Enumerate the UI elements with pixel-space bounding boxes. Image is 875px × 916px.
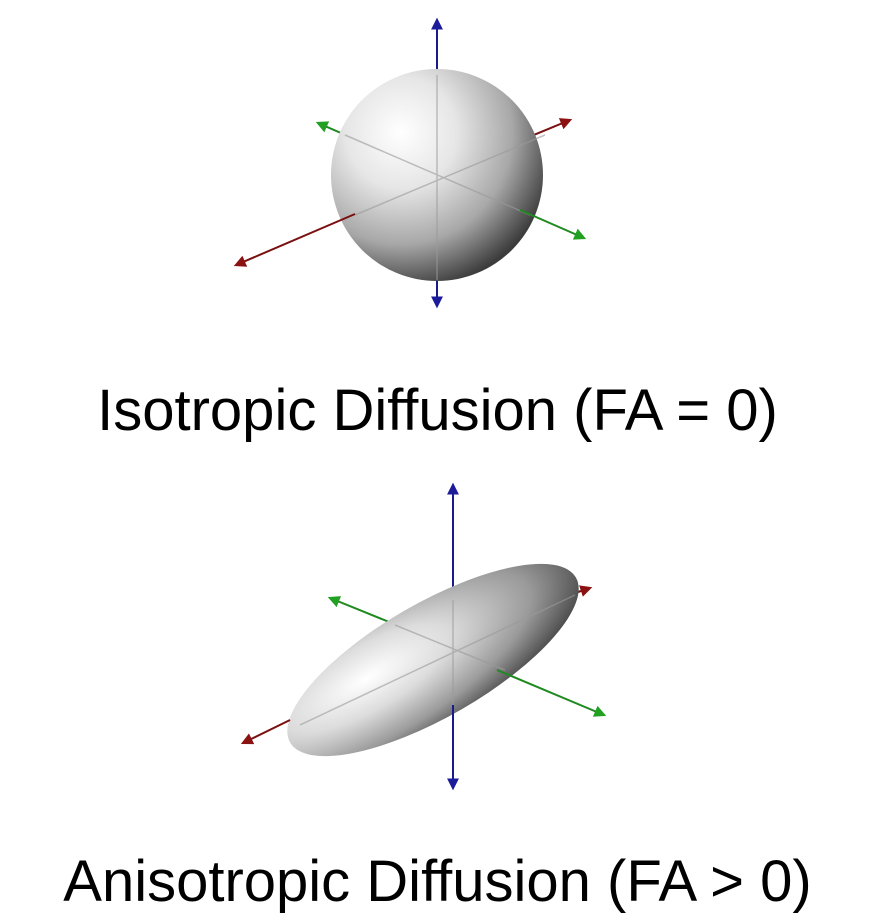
isotropic-caption: Isotropic Diffusion (FA = 0): [97, 378, 778, 443]
ellipsoid-internal-axes: [299, 594, 576, 726]
x-axis-front: [233, 213, 356, 267]
isotropic-figure: [233, 17, 587, 309]
x-axis-front: [240, 719, 291, 745]
diffusion-ellipsoid: [287, 563, 579, 757]
y-axis-front: [496, 669, 607, 717]
anisotropic-caption: Anisotropic Diffusion (FA > 0): [63, 849, 812, 914]
anisotropic-figure: [240, 482, 607, 791]
sphere-internal-axes: [344, 75, 546, 280]
y-axis-front: [519, 209, 587, 240]
isotropic-panel: Isotropic Diffusion (FA = 0): [97, 17, 778, 443]
anisotropic-panel: Anisotropic Diffusion (FA > 0): [0, 470, 875, 916]
